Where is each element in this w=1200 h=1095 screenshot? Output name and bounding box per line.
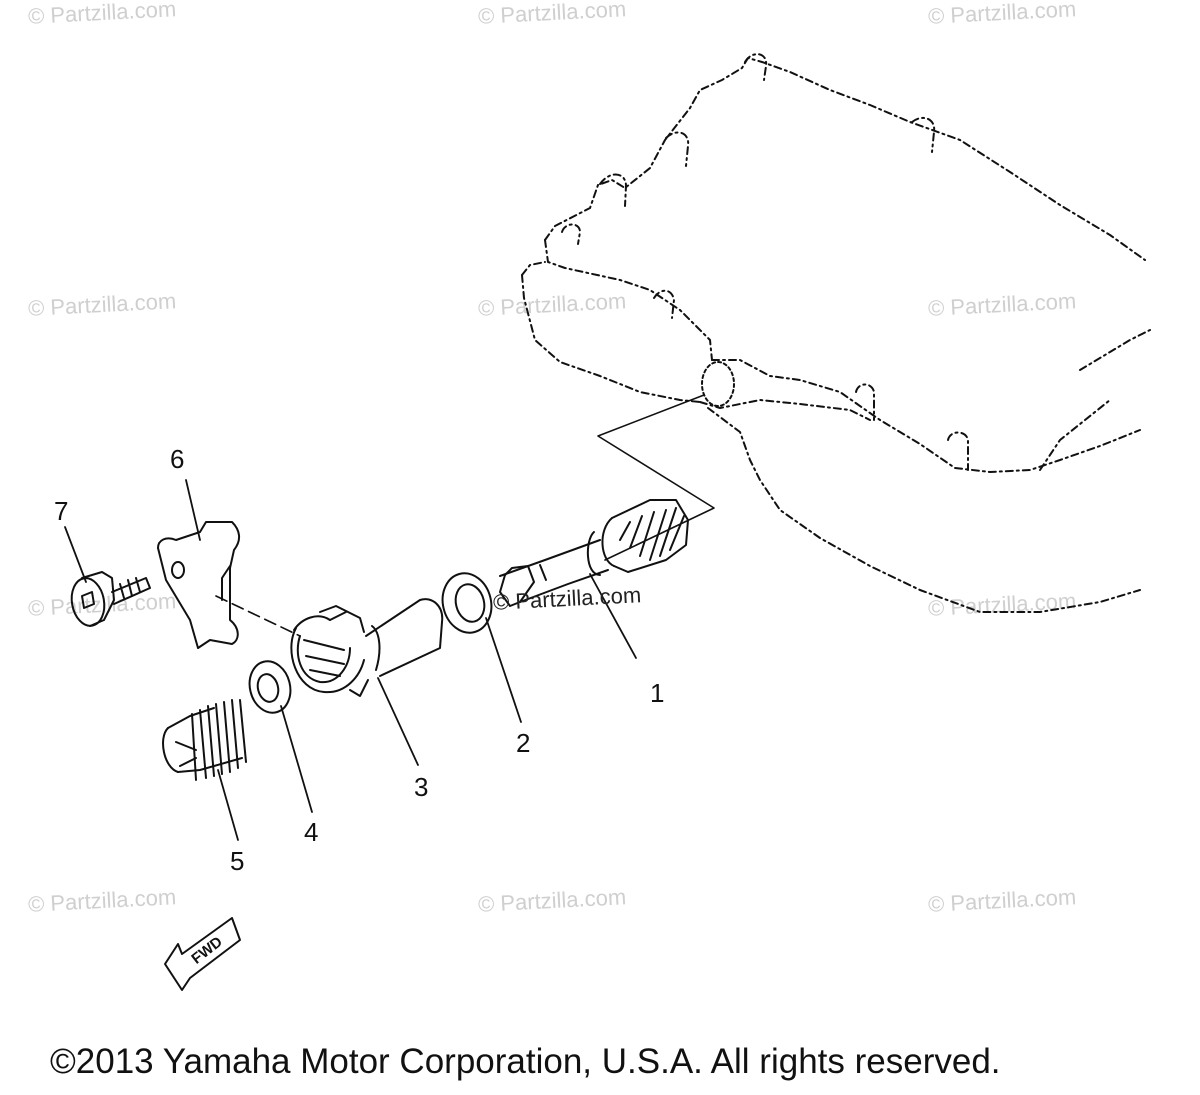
callout-7: 7 (54, 496, 69, 526)
callout-6: 6 (170, 444, 185, 474)
callout-2: 2 (516, 728, 531, 758)
part-4-washer (248, 660, 292, 714)
part-2-washer (441, 572, 493, 634)
callout-3: 3 (414, 772, 429, 802)
assembly-line (215, 595, 301, 637)
drive-gear-bore (701, 361, 735, 407)
engine-case-outline (521, 53, 1151, 613)
leader-lines (64, 479, 637, 841)
part-1-driven-gear (499, 499, 689, 607)
part-7-screw (70, 571, 151, 627)
part-5-fitting (162, 699, 247, 781)
fwd-arrow-icon (164, 917, 241, 991)
callout-4: 4 (304, 817, 319, 847)
copyright-notice: ©2013 Yamaha Motor Corporation, U.S.A. A… (50, 1042, 1001, 1081)
callout-1: 1 (650, 678, 665, 708)
part-6-plate (157, 521, 240, 649)
callout-5: 5 (230, 846, 245, 876)
reference-frame (597, 394, 715, 561)
part-3-sleeve (290, 598, 444, 697)
